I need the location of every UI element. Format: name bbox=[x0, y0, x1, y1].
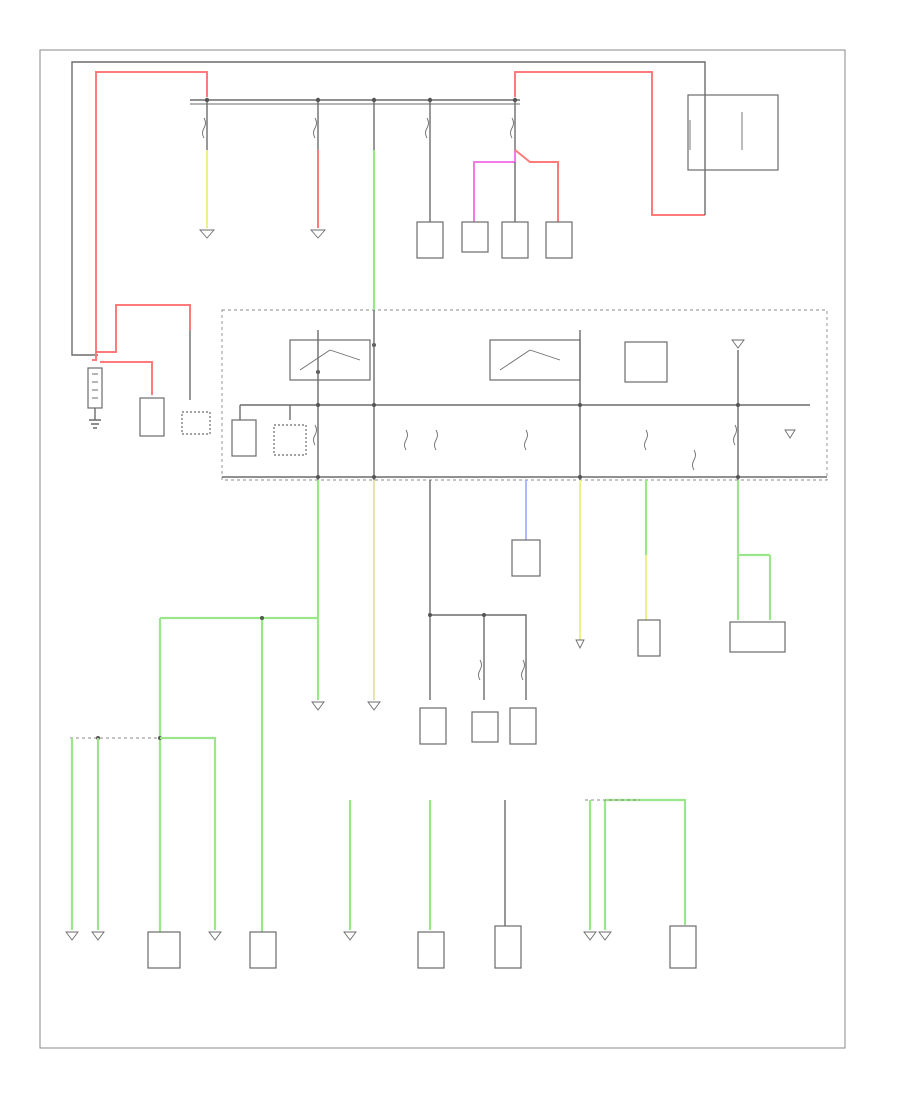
connector-icon bbox=[311, 701, 325, 711]
lower-branches bbox=[65, 736, 697, 969]
central-junction-box bbox=[221, 305, 828, 481]
relay-icon bbox=[289, 339, 376, 381]
battery-icon bbox=[87, 367, 103, 409]
ground-icon bbox=[89, 408, 101, 429]
battery-section bbox=[87, 304, 211, 437]
mid-distribution bbox=[158, 480, 786, 935]
fuse-icon bbox=[313, 424, 317, 446]
top-power-distribution bbox=[71, 61, 779, 361]
diagram-border bbox=[39, 49, 846, 1049]
